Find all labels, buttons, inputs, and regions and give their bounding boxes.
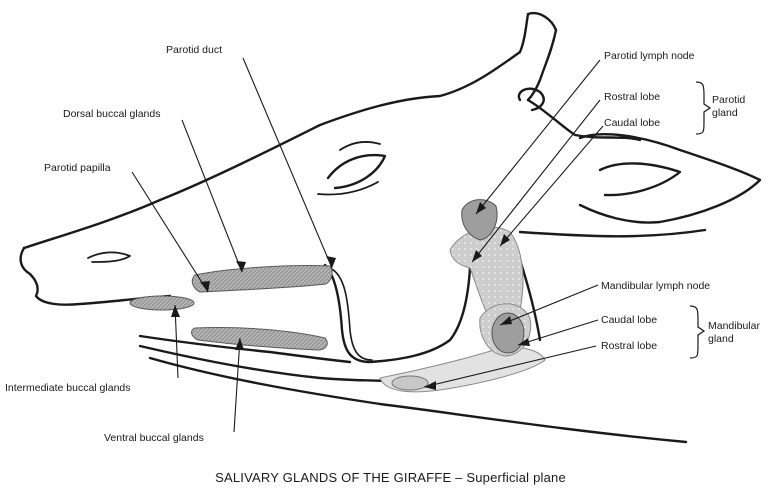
label-parotid-papilla: Parotid papilla xyxy=(44,162,111,174)
brackets xyxy=(690,82,710,358)
parotid-bracket xyxy=(696,82,710,134)
label-mandibular-lymph-node: Mandibular lymph node xyxy=(601,280,710,292)
label-parotid-caudal-lobe: Caudal lobe xyxy=(604,117,660,129)
label-intermediate-buccal-glands: Intermediate buccal glands xyxy=(5,382,131,394)
mandibular-rostral-small xyxy=(392,376,428,390)
leader-parotid-caudal xyxy=(500,126,603,246)
nostril xyxy=(88,252,130,262)
label-mandibular-gland: Mandibular gland xyxy=(708,320,760,346)
leader-lines xyxy=(132,58,603,432)
dorsal-buccal-glands xyxy=(192,265,332,292)
leader-parotid-duct xyxy=(243,58,332,268)
ear-inner xyxy=(600,163,680,195)
lower-jaw-outline xyxy=(140,346,420,382)
label-parotid-duct: Parotid duct xyxy=(166,44,222,56)
mandibular-bracket xyxy=(690,306,704,358)
label-ventral-buccal-glands: Ventral buccal glands xyxy=(104,432,204,444)
nose-outline xyxy=(21,248,170,305)
eye-lower xyxy=(318,182,378,195)
label-dorsal-buccal-glands: Dorsal buccal glands xyxy=(63,108,160,120)
intermediate-buccal-glands xyxy=(130,296,194,310)
leader-parotid-rostral xyxy=(472,100,600,262)
label-mandibular-gland-line1: Mandibular xyxy=(708,320,760,333)
leader-dorsal-buccal xyxy=(182,120,242,272)
diagram-caption: SALIVARY GLANDS OF THE GIRAFFE – Superfi… xyxy=(0,470,781,485)
leader-parotid-papilla xyxy=(132,172,208,292)
leader-ventral xyxy=(234,338,240,432)
label-mandibular-rostral-lobe: Rostral lobe xyxy=(601,340,657,352)
neck-back-line xyxy=(520,230,705,236)
ossicone-knob xyxy=(519,89,544,110)
label-parotid-gland-line1: Parotid xyxy=(712,94,745,107)
label-mandibular-caudal-lobe: Caudal lobe xyxy=(601,314,657,326)
eye-brow xyxy=(340,142,380,150)
label-parotid-lymph-node: Parotid lymph node xyxy=(604,50,694,62)
label-parotid-gland: Parotid gland xyxy=(712,94,745,120)
label-parotid-gland-line2: gland xyxy=(712,107,745,120)
jaw-angle-curve xyxy=(325,265,470,362)
label-mandibular-gland-line2: gland xyxy=(708,333,760,346)
label-parotid-rostral-lobe: Rostral lobe xyxy=(604,91,660,103)
